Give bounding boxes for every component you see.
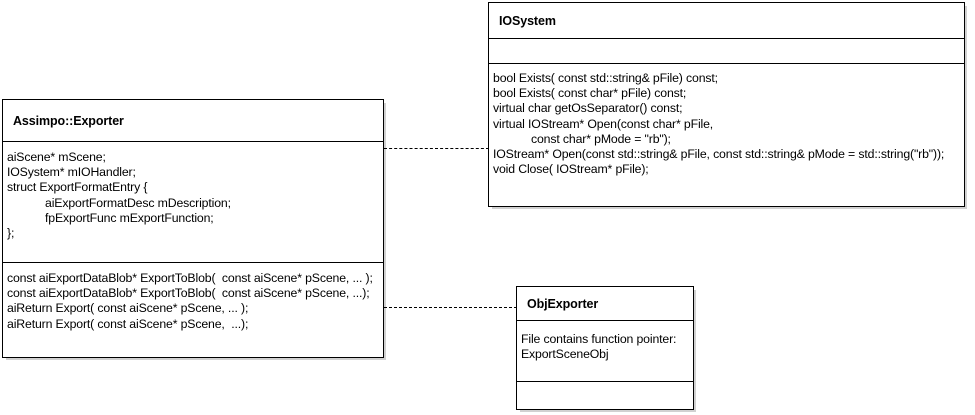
uml-class-exporter-methods: const aiExportDataBlob* ExportToBlob( co… bbox=[3, 263, 383, 357]
uml-attribute-line: struct ExportFormatEntry { bbox=[7, 180, 148, 195]
uml-class-iosystem-title: IOSystem bbox=[489, 3, 964, 39]
uml-class-iosystem-methods: bool Exists( const std::string& pFile) c… bbox=[489, 64, 964, 206]
uml-attribute-line: IOSystem* mIOHandler; bbox=[7, 165, 136, 180]
uml-class-exporter-title: Assimpo::Exporter bbox=[3, 100, 383, 142]
uml-class-exporter[interactable]: Assimpo::Exporter aiScene* mScene; IOSys… bbox=[2, 99, 384, 358]
uml-class-objexporter[interactable]: ObjExporter File contains function point… bbox=[516, 286, 694, 410]
uml-method-line: const aiExportDataBlob* ExportToBlob( co… bbox=[7, 271, 373, 285]
uml-class-objexporter-title: ObjExporter bbox=[517, 287, 693, 321]
uml-attribute-line: fpExportFunc mExportFunction; bbox=[45, 210, 214, 225]
uml-class-objexporter-methods bbox=[517, 382, 693, 409]
uml-method-line: const aiExportDataBlob* ExportToBlob( co… bbox=[7, 286, 370, 301]
uml-attribute-line: File contains function pointer: bbox=[521, 332, 677, 346]
uml-method-line: bool Exists( const std::string& pFile) c… bbox=[493, 71, 718, 85]
uml-attribute-line: aiScene* mScene; bbox=[7, 150, 106, 164]
uml-class-exporter-attributes: aiScene* mScene; IOSystem* mIOHandler; s… bbox=[3, 142, 383, 263]
uml-method-line: virtual char getOsSeparator() const; bbox=[493, 101, 683, 116]
uml-method-line: void Close( IOStream* pFile); bbox=[493, 162, 649, 177]
uml-attribute-line: ExportSceneObj bbox=[521, 347, 609, 362]
connector-exporter-to-iosystem[interactable] bbox=[384, 148, 489, 149]
uml-method-line: aiReturn Export( const aiScene* pScene, … bbox=[7, 316, 249, 331]
connector-exporter-to-objexporter[interactable] bbox=[384, 307, 517, 308]
uml-class-objexporter-attributes: File contains function pointer: ExportSc… bbox=[517, 321, 693, 382]
uml-class-iosystem[interactable]: IOSystem bool Exists( const std::string&… bbox=[488, 2, 965, 207]
uml-method-line: virtual IOStream* Open(const char* pFile… bbox=[493, 116, 714, 131]
uml-method-line: bool Exists( const char* pFile) const; bbox=[493, 86, 687, 101]
uml-attribute-line: }; bbox=[7, 226, 15, 241]
uml-method-line: aiReturn Export( const aiScene* pScene, … bbox=[7, 301, 249, 316]
uml-method-line: IOStream* Open(const std::string& pFile,… bbox=[493, 147, 945, 162]
uml-method-line: const char* pMode = "rb"); bbox=[531, 131, 671, 146]
uml-attribute-line: aiExportFormatDesc mDescription; bbox=[45, 195, 231, 210]
uml-class-iosystem-attributes bbox=[489, 39, 964, 64]
